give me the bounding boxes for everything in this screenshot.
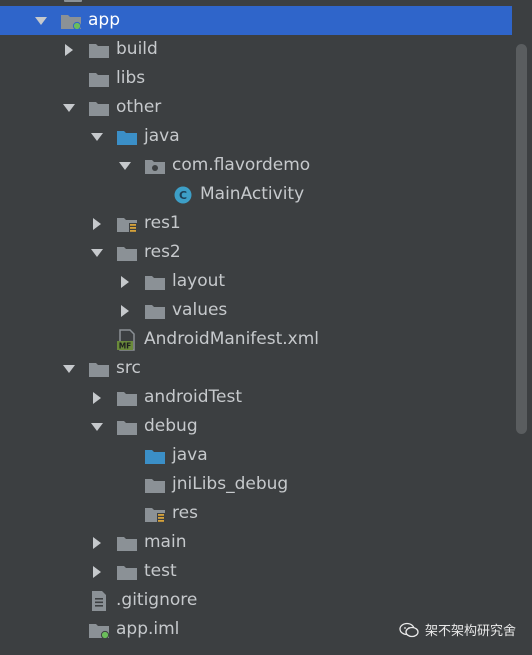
tree-item-main[interactable]: main [0,528,512,557]
chevron-down-icon[interactable] [118,159,132,173]
tree-item-test[interactable]: test [0,557,512,586]
tree-item-java[interactable]: java [0,441,512,470]
folder-icon [88,40,110,60]
chevron-down-icon[interactable] [90,130,104,144]
chevron-right-icon[interactable] [118,304,132,318]
folder-icon [116,533,138,553]
chevron-right-icon[interactable] [90,565,104,579]
tree-item-label: java [172,445,208,465]
tree-item-label: build [116,39,158,59]
tree-item-res2[interactable]: res2 [0,238,512,267]
folder-icon [88,98,110,118]
chevron-down-icon[interactable] [62,101,76,115]
tree-item-label: other [116,97,162,117]
source-folder-icon [116,127,138,147]
tree-item-label: res2 [144,242,181,262]
tree-item-src[interactable]: src [0,354,512,383]
tree-item-label: res1 [144,213,181,233]
folder-icon [144,272,166,292]
tree-item-label: src [116,358,141,378]
partial-folder-icon [64,0,82,2]
tree-item-label: jniLibs_debug [172,474,289,494]
tree-item-label: libs [116,68,146,88]
tree-item-label: res [172,503,198,523]
chevron-right-icon[interactable] [90,536,104,550]
tree-item-label: values [172,300,228,320]
package-icon [144,156,166,176]
tree-item-androidtest[interactable]: androidTest [0,383,512,412]
folder-icon [144,301,166,321]
module-folder-icon [60,11,82,31]
tree-item--gitignore[interactable]: .gitignore [0,586,512,615]
chevron-right-icon[interactable] [118,275,132,289]
chevron-down-icon[interactable] [34,14,48,28]
tree-item-label: app.iml [116,619,180,639]
tree-item-other[interactable]: other [0,93,512,122]
manifest-file-icon: MF [116,328,138,351]
folder-icon [144,475,166,495]
tree-item-label: androidTest [144,387,242,407]
folder-icon [116,243,138,263]
tree-item-build[interactable]: build [0,35,512,64]
tree-item-res[interactable]: res [0,499,512,528]
tree-item-label: .gitignore [116,590,198,610]
chevron-right-icon[interactable] [90,391,104,405]
scrollbar-track[interactable] [512,0,532,655]
tree-item-androidmanifest-xml[interactable]: MF AndroidManifest.xml [0,325,512,354]
tree-item-label: main [144,532,187,552]
tree-item-jnilibs-debug[interactable]: jniLibs_debug [0,470,512,499]
tree-item-label: app [88,10,120,30]
tree-item-label: layout [172,271,226,291]
tree-item-libs[interactable]: libs [0,64,512,93]
tree-item-label: AndroidManifest.xml [144,329,320,349]
folder-icon [116,417,138,437]
watermark: 架不架构研究舍 [399,620,516,639]
tree-item-app-iml[interactable]: app.iml [0,615,512,644]
chevron-right-icon[interactable] [90,217,104,231]
folder-icon [88,359,110,379]
tree-item-label: com.flavordemo [172,155,311,175]
chevron-right-icon[interactable] [62,43,76,57]
watermark-text: 架不架构研究舍 [424,624,516,639]
tree-item-label: MainActivity [200,184,305,204]
tree-item-label: debug [144,416,198,436]
class-icon: C [172,185,194,205]
tree-item-layout[interactable]: layout [0,267,512,296]
tree-item-java[interactable]: java [0,122,512,151]
wechat-icon [399,622,419,637]
text-file-icon [88,590,110,611]
chevron-down-icon[interactable] [90,420,104,434]
tree-item-app[interactable]: app [0,6,532,35]
tree-item-debug[interactable]: debug [0,412,512,441]
tree-item-label: java [144,126,180,146]
resource-folder-icon [144,504,166,524]
source-folder-icon [144,446,166,466]
folder-icon [116,388,138,408]
tree-item-res1[interactable]: res1 [0,209,512,238]
tree-item-com-flavordemo[interactable]: com.flavordemo [0,151,512,180]
svg-text:MF: MF [119,341,132,350]
tree-item-values[interactable]: values [0,296,512,325]
folder-icon [88,69,110,89]
chevron-down-icon[interactable] [62,362,76,376]
resource-folder-icon [116,214,138,234]
folder-icon [116,562,138,582]
module-file-icon [88,620,110,640]
chevron-down-icon[interactable] [90,246,104,260]
scrollbar-thumb[interactable] [516,44,527,434]
tree-item-mainactivity[interactable]: C MainActivity [0,180,512,209]
tree-item-label: test [144,561,177,581]
svg-text:C: C [179,189,187,202]
